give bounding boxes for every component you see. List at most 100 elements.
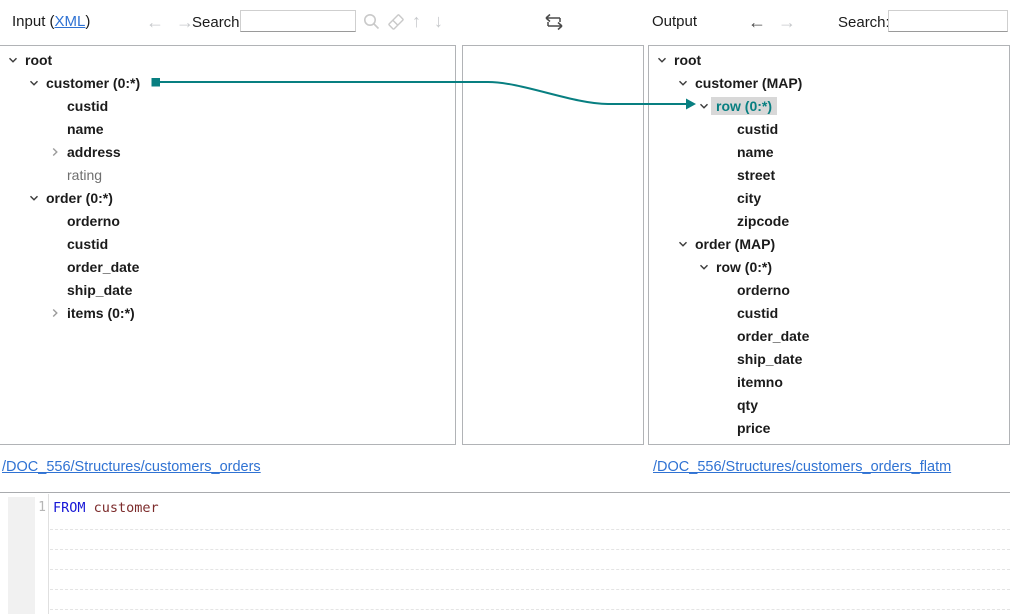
chevron-down-icon[interactable] [29, 78, 46, 88]
tree-item-label: orderno [67, 212, 120, 229]
chevron-down-icon[interactable] [657, 55, 674, 65]
tree-item-custid[interactable]: custid [649, 117, 1009, 140]
tree-item-rating[interactable]: rating [0, 163, 455, 186]
search-up-arrow-icon[interactable]: ↑ [412, 11, 421, 31]
tree-item-customer-map[interactable]: customer (MAP) [649, 71, 1009, 94]
swap-horizontal-icon[interactable] [539, 11, 565, 35]
tree-item-address[interactable]: address [0, 140, 455, 163]
tree-item-label: city [737, 189, 762, 206]
tree-item-city[interactable]: city [649, 186, 1009, 209]
output-forward-arrow-icon[interactable]: → [778, 12, 796, 32]
input-title-close: ) [85, 13, 91, 30]
chevron-right-icon[interactable] [50, 308, 67, 318]
chevron-down-icon[interactable] [678, 78, 695, 88]
tree-item-orderno[interactable]: orderno [0, 209, 455, 232]
tree-item-order-map[interactable]: order (MAP) [649, 232, 1009, 255]
tree-item-label: customer (MAP) [695, 74, 803, 91]
output-tree-panel: root customer (MAP) row (0:*) custid name str… [648, 45, 1010, 445]
chevron-down-icon[interactable] [8, 55, 25, 65]
output-search-input[interactable] [888, 10, 1008, 32]
tree-item-label: ship_date [67, 281, 133, 298]
magnifier-icon[interactable] [362, 12, 382, 32]
code-token-identifier: customer [93, 500, 159, 516]
sql-editor[interactable]: 1 FROM customer [0, 492, 1010, 614]
tree-item-street[interactable]: street [649, 163, 1009, 186]
input-back-arrow-icon[interactable]: ← [146, 12, 164, 32]
tree-item-label: zipcode [737, 212, 790, 229]
tree-item-price[interactable]: price [649, 416, 1009, 439]
chevron-right-icon[interactable] [50, 147, 67, 157]
editor-row-divider [50, 569, 1010, 570]
tree-item-label: name [67, 120, 104, 137]
input-title-text: Input ( [12, 13, 55, 30]
tree-item-orderno[interactable]: orderno [649, 278, 1009, 301]
eraser-icon[interactable] [386, 12, 406, 32]
input-search-input[interactable] [240, 10, 356, 32]
tree-item-custid[interactable]: custid [0, 94, 455, 117]
mapping-canvas-panel[interactable] [462, 45, 644, 445]
tree-item-row-0[interactable]: row (0:*) [649, 94, 1009, 117]
tree-item-label: row (0:*) [716, 258, 772, 275]
search-down-arrow-icon[interactable]: ↓ [434, 11, 443, 31]
tree-item-custid[interactable]: custid [649, 301, 1009, 324]
tree-item-itemno[interactable]: itemno [649, 370, 1009, 393]
tree-item-label: rating [67, 166, 103, 183]
input-tree: root customer (0:*) custid name address ratin… [0, 46, 455, 324]
tree-item-label: orderno [737, 281, 790, 298]
editor-row-divider [50, 609, 1010, 610]
tree-item-name[interactable]: name [0, 117, 455, 140]
editor-row-divider [50, 529, 1010, 530]
editor-line-number: 1 [38, 500, 46, 515]
tree-item-customer-0[interactable]: customer (0:*) [0, 71, 455, 94]
editor-gutter-divider [48, 494, 49, 614]
tree-item-label: itemno [737, 373, 783, 390]
tree-item-root[interactable]: root [0, 48, 455, 71]
tree-item-root[interactable]: root [649, 48, 1009, 71]
tree-item-label: price [737, 419, 771, 436]
editor-row-divider [50, 589, 1010, 590]
code-token-plain [86, 500, 94, 516]
input-xml-link[interactable]: XML [54, 13, 86, 30]
tree-item-label: order (0:*) [46, 189, 113, 206]
tree-item-ship-date[interactable]: ship_date [649, 347, 1009, 370]
input-structure-link[interactable]: /DOC_556/Structures/customers_orders [2, 459, 261, 475]
tree-item-label: name [737, 143, 774, 160]
tree-item-qty[interactable]: qty [649, 393, 1009, 416]
tree-item-name[interactable]: name [649, 140, 1009, 163]
tree-item-row-0[interactable]: row (0:*) [649, 255, 1009, 278]
code-token-keyword: FROM [53, 500, 86, 516]
input-tree-panel: root customer (0:*) custid name address ratin… [0, 45, 456, 445]
tree-item-label: ship_date [737, 350, 803, 367]
chevron-down-icon[interactable] [699, 262, 716, 272]
output-panel-title: Output [652, 13, 698, 30]
chevron-down-icon[interactable] [29, 193, 46, 203]
chevron-down-icon[interactable] [699, 101, 716, 111]
output-structure-link[interactable]: /DOC_556/Structures/customers_orders_fla… [653, 459, 952, 475]
input-search-label: Search: [192, 14, 244, 31]
tree-item-label: custid [67, 97, 109, 114]
tree-item-label: root [25, 51, 53, 68]
output-back-arrow-icon[interactable]: ← [748, 12, 766, 32]
tree-item-label: custid [737, 304, 779, 321]
tree-item-zipcode[interactable]: zipcode [649, 209, 1009, 232]
tree-item-label: order (MAP) [695, 235, 776, 252]
editor-row-divider [50, 549, 1010, 550]
tree-item-order-date[interactable]: order_date [649, 324, 1009, 347]
tree-item-label: street [737, 166, 776, 183]
editor-code-line[interactable]: FROM customer [53, 500, 159, 516]
tree-item-ship-date[interactable]: ship_date [0, 278, 455, 301]
input-panel-title: Input (XML) [12, 13, 90, 30]
tree-item-label: qty [737, 396, 758, 413]
tree-item-custid[interactable]: custid [0, 232, 455, 255]
tree-item-order-0[interactable]: order (0:*) [0, 186, 455, 209]
tree-item-label: customer (0:*) [46, 74, 141, 91]
tree-item-order-date[interactable]: order_date [0, 255, 455, 278]
input-forward-arrow-icon[interactable]: → [176, 12, 194, 32]
tree-item-label: custid [737, 120, 779, 137]
tree-item-label: order_date [67, 258, 140, 275]
tree-item-label: row (0:*) [711, 96, 777, 115]
chevron-down-icon[interactable] [678, 239, 695, 249]
tree-item-label: items (0:*) [67, 304, 135, 321]
tree-item-label: root [674, 51, 702, 68]
tree-item-items-0[interactable]: items (0:*) [0, 301, 455, 324]
